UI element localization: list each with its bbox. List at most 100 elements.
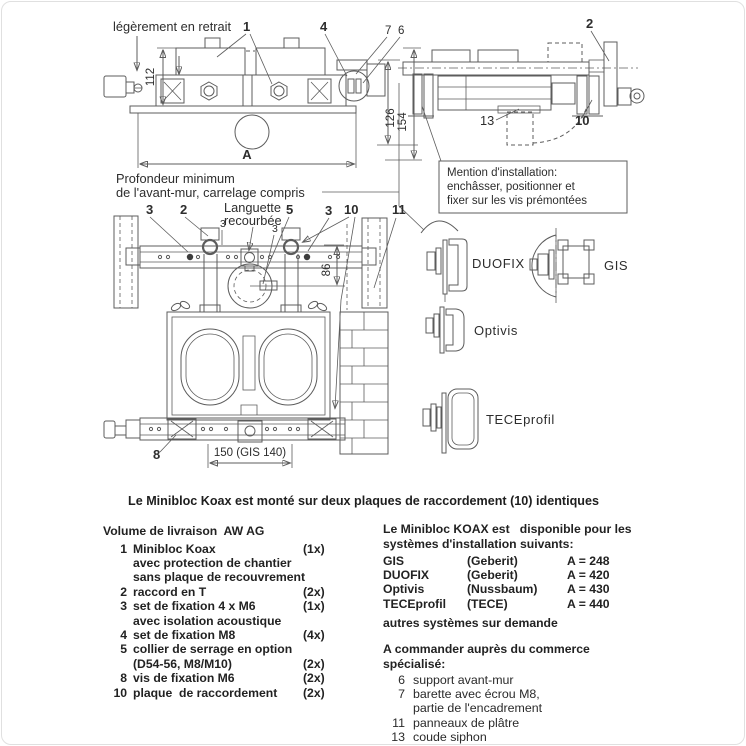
list-item: 13 coude siphon	[383, 730, 688, 744]
front-view-drawing: 3 2 3 Languette recourbée 5 3 3 10 11	[103, 200, 406, 468]
install-view-drawing: 2	[398, 16, 645, 214]
item-text: (D54-56, M8/M10)	[133, 656, 232, 671]
system-label-teceprofil: TECEprofil	[486, 412, 555, 427]
system-name: DUOFIX	[383, 568, 430, 583]
table-row: TECEprofil(TECE)A = 440	[383, 597, 688, 611]
item-number	[103, 657, 127, 671]
dim-86: 86	[321, 264, 333, 277]
table-row: Optivis(Nussbaum)A = 430	[383, 582, 688, 596]
order-section: A commander auprès du commerce spécialis…	[383, 642, 688, 744]
side-view-drawing: légèrement en retrait 1 4 7 6	[103, 19, 425, 231]
installation-note-line2: enchâsser, positionner et	[447, 181, 576, 193]
list-item: 5 collier de serrage en option	[103, 642, 343, 656]
callout-3-small-left: 3	[220, 218, 226, 230]
item-text: collier de serrage en option	[133, 642, 293, 657]
callout-10-front: 10	[344, 202, 358, 217]
item-qty: (2x)	[303, 656, 325, 671]
item-text: partie de l'encadrement	[413, 701, 543, 716]
system-label-duofix: DUOFIX	[472, 256, 525, 271]
system-brand: (Nussbaum)	[467, 582, 538, 597]
item-number: 10	[113, 685, 127, 700]
item-qty	[303, 614, 343, 628]
callout-3-right: 3	[325, 203, 332, 218]
callout-1: 1	[243, 19, 250, 34]
item-text: coude siphon	[413, 729, 487, 744]
item-text: panneaux de plâtre	[413, 715, 520, 730]
label-languette-2: recourbée	[224, 213, 282, 228]
list-item: (D54-56, M8/M10) (2x)	[103, 657, 343, 671]
system-icon-teceprofil: TECEprofil	[422, 388, 555, 454]
item-number: 13	[391, 729, 405, 744]
dim-154: 154	[397, 112, 409, 132]
availability-intro-2: systèmes d'installation suivants:	[383, 536, 574, 551]
item-text: avec protection de chantier	[133, 555, 292, 570]
item-text: raccord en T	[133, 584, 207, 599]
item-number: 6	[398, 673, 405, 688]
system-brand: (Geberit)	[467, 554, 518, 568]
caption-profondeur-1: Profondeur minimum	[116, 171, 235, 186]
system-label-optivis: Optivis	[474, 323, 518, 338]
system-dim: A = 430	[567, 582, 610, 597]
technical-diagram: légèrement en retrait 1 4 7 6	[103, 16, 645, 468]
system-dim: A = 440	[567, 596, 610, 611]
item-qty	[311, 570, 351, 584]
item-qty: (2x)	[303, 584, 325, 599]
item-number: 11	[392, 715, 405, 730]
callout-10-install: 10	[575, 113, 589, 128]
order-title-2: spécialisé:	[383, 656, 446, 671]
item-qty: (2x)	[303, 685, 325, 700]
item-text: set de fixation M8	[133, 627, 236, 642]
item-number	[103, 614, 127, 628]
headline: Le Minibloc Koax est monté sur deux plaq…	[128, 494, 599, 508]
list-item: partie de l'encadrement	[383, 701, 688, 715]
list-item: 11 panneaux de plâtre	[383, 716, 688, 730]
item-number: 7	[398, 687, 405, 702]
installation-note-line1: Mention d'installation:	[447, 167, 557, 179]
system-icon-duofix: DUOFIX	[420, 220, 525, 302]
dim-126: 126	[385, 108, 397, 127]
item-qty: (1x)	[303, 541, 325, 556]
callout-13: 13	[480, 113, 494, 128]
item-qty: (2x)	[303, 671, 325, 686]
item-number: 2	[120, 584, 127, 599]
callout-7: 7	[385, 25, 391, 37]
availability-section: Le Minibloc KOAX est disponible pour les…	[383, 522, 688, 744]
system-label-gis: GIS	[604, 258, 628, 273]
system-brand: (TECE)	[467, 596, 508, 611]
availability-note: autres systèmes sur demande	[383, 615, 558, 630]
item-number	[383, 701, 405, 715]
item-text: sans plaque de recouvrement	[133, 570, 306, 585]
item-text: set de fixation 4 x M6	[133, 599, 256, 614]
system-icon-gis: GIS	[529, 228, 628, 303]
system-dim: A = 248	[567, 554, 610, 568]
list-item: avec protection de chantier	[103, 556, 343, 570]
system-icon-optivis: Optivis	[425, 306, 518, 354]
item-qty: (1x)	[303, 599, 325, 614]
callout-8: 8	[153, 447, 160, 462]
callout-2-install: 2	[586, 16, 593, 31]
system-dim: A = 420	[567, 568, 610, 583]
table-row: DUOFIX (Geberit) A = 420	[383, 568, 688, 582]
system-name: GIS	[383, 554, 404, 568]
system-brand: (Geberit)	[467, 568, 518, 583]
item-qty	[303, 556, 343, 570]
callout-3-left: 3	[146, 202, 153, 217]
callout-6: 6	[398, 25, 404, 37]
item-qty	[303, 642, 343, 656]
dim-A: A	[242, 147, 252, 162]
item-text: plaque de raccordement	[133, 685, 278, 700]
item-number: 5	[120, 642, 127, 657]
installation-note-box	[438, 160, 628, 214]
table-row: GIS (Geberit) A = 248	[383, 554, 688, 568]
item-number	[103, 556, 127, 570]
callout-5: 5	[286, 202, 293, 217]
item-number: 1	[120, 541, 127, 556]
